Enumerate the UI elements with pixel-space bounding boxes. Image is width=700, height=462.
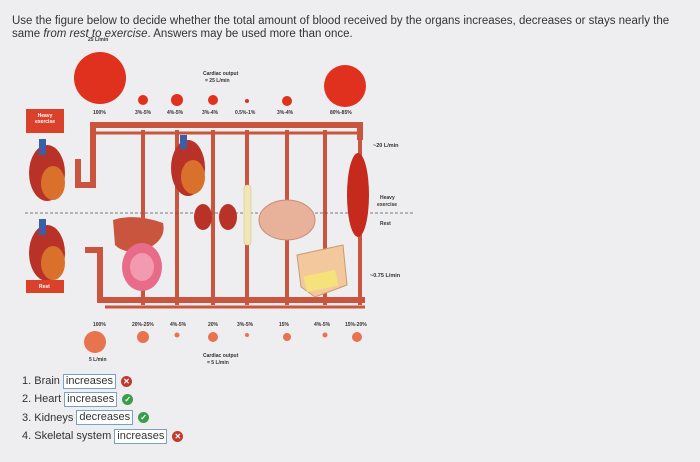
- rest-tag-label: Rest: [39, 284, 50, 290]
- flow-075-label: ~0.75 L/min: [370, 273, 401, 279]
- exercise-total-circle: [74, 52, 126, 104]
- question-italic: from rest to exercise: [43, 28, 148, 40]
- exercise-circle: [245, 99, 249, 103]
- exercise-pct: 3%-4%: [277, 110, 294, 116]
- bottom-flow-label: 5 L/min: [89, 357, 107, 363]
- exercise-pct: 4%-5%: [167, 110, 184, 116]
- cardiac-exercise-label-2: = 25 L/min: [205, 78, 230, 84]
- kidney-icon: [194, 204, 212, 230]
- rest-circle: [322, 332, 328, 338]
- top-flow-label: 25 L/min: [88, 37, 109, 43]
- exercise-pct: 3%-4%: [202, 110, 219, 116]
- rest-circle: [137, 331, 149, 343]
- answer-dropdown-brain[interactable]: increases: [62, 373, 116, 389]
- heavy-exercise-tag: [26, 109, 64, 133]
- rest-total-circle: [84, 331, 106, 353]
- answer-dropdown-skeletal[interactable]: increases: [114, 428, 168, 444]
- rest-circle: [283, 333, 291, 341]
- rest-pct: 4%-5%: [170, 322, 187, 328]
- answer-dropdown-kidneys[interactable]: decreases: [76, 410, 134, 426]
- bone-icon: [243, 184, 252, 246]
- exercise-pct: 100%: [93, 110, 106, 116]
- answer-list: 1. Brain increases ✕ 2. Heart increases …: [22, 372, 184, 445]
- exercise-muscle-circle: [324, 65, 366, 107]
- question-part2: . Answers may be used more than once.: [147, 28, 353, 40]
- liver-icon: [113, 217, 164, 252]
- muscle-icon: [347, 153, 369, 237]
- rest-pct: 4%-5%: [314, 322, 331, 328]
- answer-row-heart: 2. Heart increases ✓: [22, 390, 183, 408]
- brain-icon: [258, 199, 316, 241]
- exercise-circle: [171, 94, 183, 106]
- cardiac-rest-label-2: = 5 L/min: [207, 360, 229, 366]
- heart-icon: [29, 219, 65, 281]
- bottom-vessel: [85, 247, 365, 303]
- rest-pct: 15%: [279, 322, 290, 328]
- exercise-pct: 80%-85%: [330, 110, 352, 116]
- cardiac-exercise-label-1: Cardiac output: [203, 71, 239, 77]
- answer-row-skeletal: 4. Skeletal system increases ✕: [22, 427, 184, 445]
- correct-icon: ✓: [122, 393, 134, 405]
- answer-dropdown-heart[interactable]: increases: [64, 391, 118, 407]
- heart-icon: [29, 139, 65, 201]
- rest-circle: [352, 332, 362, 342]
- heart-icon: [171, 135, 205, 196]
- heavy-exercise-tag-label: Heavy exercise: [34, 113, 56, 125]
- rest-side-label: Rest: [380, 221, 391, 227]
- heavy-side-label-1: Heavy: [380, 195, 395, 201]
- incorrect-icon: ✕: [172, 430, 184, 442]
- rest-pct: 15%-20%: [345, 322, 367, 328]
- answer-label: 1. Brain: [22, 375, 60, 388]
- skin-icon: [296, 244, 348, 298]
- answer-label: 3. Kidneys: [22, 411, 74, 424]
- question-text: Use the figure below to decide whether t…: [12, 15, 692, 41]
- correct-icon: ✓: [138, 412, 150, 424]
- exercise-circle: [138, 95, 148, 105]
- exercise-circle: [208, 95, 218, 105]
- answer-row-kidneys: 3. Kidneys decreases ✓: [22, 409, 183, 427]
- exercise-pct: 3%-5%: [135, 110, 152, 116]
- question-part1: Use the figure below to decide whether t…: [12, 15, 670, 40]
- rest-pct: 3%-5%: [237, 322, 254, 328]
- kidney-icon: [219, 204, 237, 230]
- rest-circle: [245, 333, 249, 337]
- answer-label: 4. Skeletal system: [22, 430, 112, 443]
- incorrect-icon: ✕: [121, 375, 132, 387]
- answer-label: 2. Heart: [22, 393, 62, 406]
- flow-20-label: ~20 L/min: [373, 143, 399, 149]
- rest-pct: 20%: [208, 322, 219, 328]
- top-vessel: [75, 122, 363, 188]
- answer-row-brain: 1. Brain increases ✕: [22, 372, 183, 390]
- blood-flow-figure: 25 L/min Cardiac output = 25 L/min 100% …: [25, 35, 415, 375]
- cardiac-rest-label-1: Cardiac output: [203, 353, 239, 359]
- heavy-side-label-2: exercise: [377, 202, 398, 208]
- rest-circle: [174, 332, 180, 338]
- rest-pct: 20%-25%: [132, 322, 154, 328]
- exercise-circle: [282, 96, 292, 106]
- rest-circle: [208, 332, 218, 342]
- rest-pct: 100%: [93, 322, 106, 328]
- rest-tag: [26, 280, 64, 293]
- blood-flow-diagram: [25, 52, 415, 353]
- exercise-pct: 0.5%-1%: [235, 110, 256, 116]
